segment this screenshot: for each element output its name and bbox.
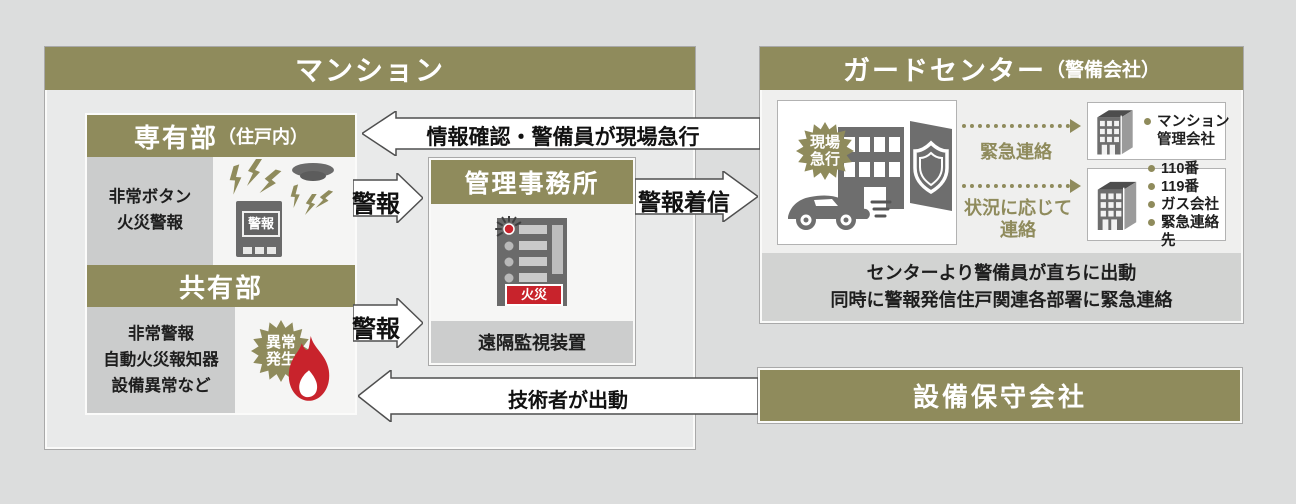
- list-item: ガス会社: [1148, 196, 1221, 214]
- situation-contact-arrowhead: [1070, 179, 1081, 193]
- list-item: 緊急連絡先: [1148, 214, 1221, 250]
- maintenance-company-title: 設備保守会社: [912, 382, 1087, 412]
- bullet-icon: [1148, 164, 1155, 172]
- monitor-caption-strip: 遠隔監視装置: [431, 321, 633, 363]
- list-item: 110番: [1148, 160, 1221, 178]
- private-title-suffix: （住戸内）: [218, 127, 308, 147]
- guard-center-title: ガードセンター: [842, 56, 1046, 86]
- contact-target-box-authorities: 110番 119番 ガス会社 緊急連絡先: [1087, 161, 1226, 249]
- lightning-smoke-detector-icons: [229, 159, 334, 216]
- guard-building-car-icon: [788, 121, 952, 230]
- bullet-icon: [1148, 200, 1155, 208]
- guard-center-note-strip: センターより警備員が直ちに出動 同時に警報発信住戸関連各部署に緊急連絡: [762, 253, 1241, 321]
- common-title: 共有部: [178, 272, 263, 303]
- private-trigger-panel: 非常ボタン 火災警報: [87, 157, 213, 265]
- emergency-contact-dotted-arrow: [962, 124, 1070, 128]
- private-trigger-line2: 火災警報: [117, 214, 183, 232]
- alert-arrow-private: [353, 173, 423, 223]
- list-item: 119番: [1148, 178, 1221, 196]
- alert-incoming-arrow: [635, 171, 758, 222]
- note-line2: 同時に警報発信住戸関連各部署に緊急連絡: [830, 290, 1173, 310]
- alert-arrow-common: [353, 298, 423, 348]
- management-office-header: 管理事務所: [431, 160, 633, 204]
- common-trigger-panel: 非常警報 自動火災報知器 設備異常など: [87, 307, 235, 413]
- mansion-header: マンション: [45, 47, 695, 90]
- security-car-icon: [788, 195, 892, 230]
- bullet-icon: [1148, 182, 1155, 190]
- alert-arrow-common-label: 警報: [352, 316, 400, 343]
- list-item: マンション管理会社: [1144, 113, 1237, 149]
- guard-center-header: ガードセンター（警備会社）: [760, 47, 1243, 90]
- note-line1: センターより警備員が直ちに出動: [866, 263, 1137, 283]
- abnormality-burst-label: 異常 発生: [265, 334, 296, 368]
- fire-alarm-indicator: 火災: [505, 284, 563, 306]
- building-icon: [1097, 181, 1137, 230]
- alert-incoming-label: 警報着信: [638, 189, 730, 215]
- intercom-screen-label: 警報: [242, 211, 280, 237]
- dispatch-burst-icon: [796, 122, 854, 180]
- common-trigger-line1: 非常警報: [128, 325, 194, 343]
- management-office-title: 管理事務所: [464, 170, 600, 198]
- mansion-title: マンション: [294, 54, 445, 86]
- alert-arrow-private-label: 警報: [352, 191, 400, 218]
- flame-icon: [288, 336, 330, 401]
- maintenance-company-box: 設備保守会社: [758, 368, 1242, 423]
- info-return-arrow: [362, 111, 760, 156]
- bullet-icon: [1148, 218, 1155, 226]
- smoke-detector-icon: [292, 163, 334, 181]
- common-section-header: 共有部: [87, 265, 355, 307]
- situation-contact-dotted-arrow: [962, 184, 1070, 188]
- guard-center-title-suffix: （警備会社）: [1045, 60, 1160, 81]
- technician-dispatch-arrow: [358, 370, 758, 422]
- technician-dispatch-label: 技術者が出動: [508, 390, 628, 412]
- private-section-header: 専有部（住戸内）: [87, 115, 355, 157]
- situation-contact-label: 状況に応じて 連絡: [964, 198, 1072, 240]
- monitor-caption: 遠隔監視装置: [478, 333, 586, 353]
- common-trigger-line2: 自動火災報知器: [103, 351, 219, 369]
- security-shield-icon: [913, 140, 949, 195]
- emergency-contact-arrowhead: [1070, 119, 1081, 133]
- bullet-icon: [1144, 118, 1151, 125]
- building-icon: [1097, 109, 1133, 154]
- private-trigger-line1: 非常ボタン: [108, 188, 192, 206]
- dispatch-burst-label: 現場 急行: [809, 134, 840, 168]
- private-title: 専有部: [133, 122, 218, 153]
- contact-target-box-management: マンション管理会社: [1087, 102, 1230, 160]
- emergency-contact-label: 緊急連絡: [980, 142, 1052, 162]
- info-return-label: 情報確認・警備員が現場急行: [426, 126, 700, 149]
- common-trigger-line3: 設備異常など: [111, 377, 211, 395]
